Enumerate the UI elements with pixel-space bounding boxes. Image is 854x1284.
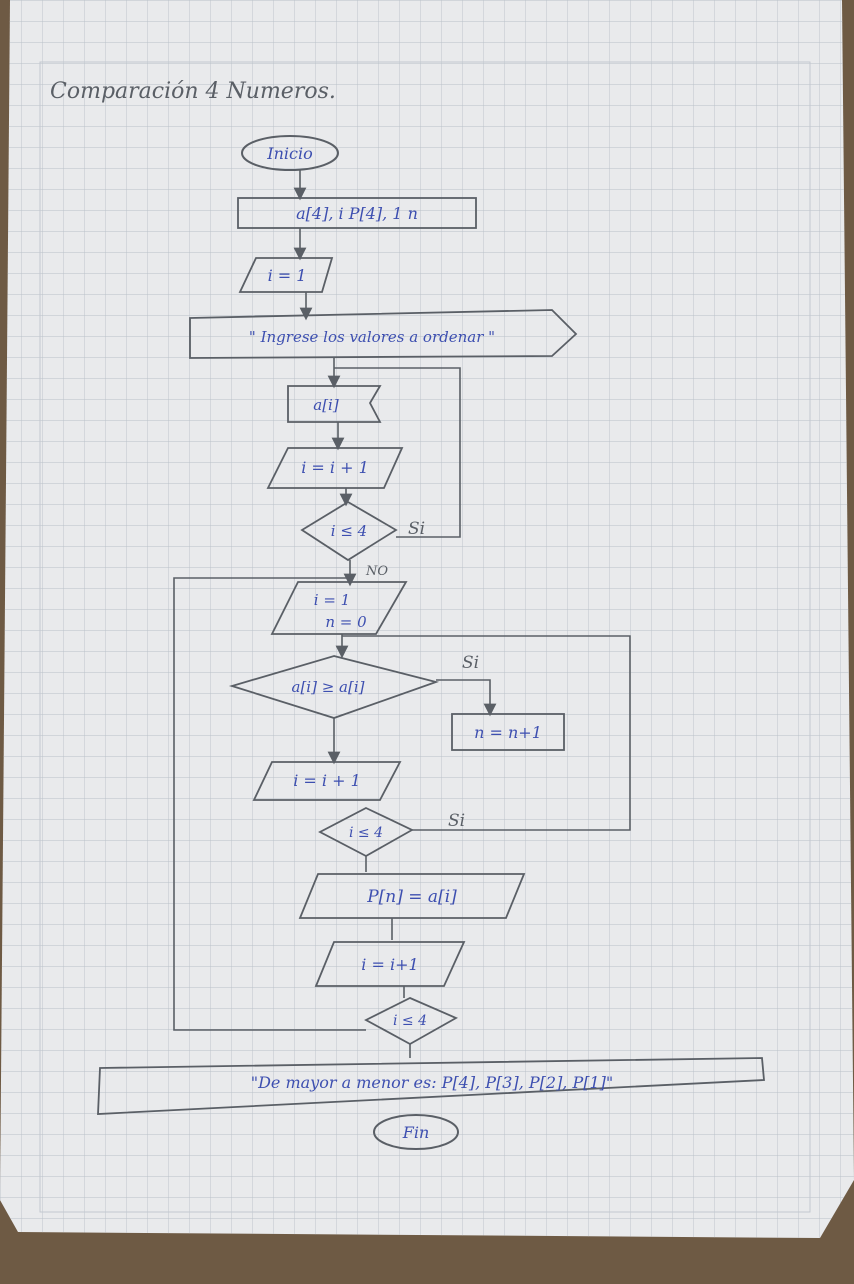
loop1-connector <box>334 367 461 538</box>
cond2-label: i ≤ 4 <box>349 825 383 841</box>
page-title: Comparación 4 Numeros. <box>50 79 336 104</box>
incr3-label: i = i+1 <box>361 955 418 974</box>
read-label: a[i] <box>313 396 339 414</box>
incr2-box <box>252 761 402 801</box>
assign-box <box>298 873 526 919</box>
incr3-box <box>314 941 466 987</box>
incr1-label: i = i + 1 <box>301 458 369 477</box>
prompt-label: " Ingrese los valores a ordenar " <box>249 328 495 346</box>
compare-yes-label: Si <box>462 653 479 673</box>
init2-a-label: i = 1 <box>314 591 350 609</box>
arrow-compare-yes <box>436 679 497 717</box>
output-box <box>97 1057 765 1115</box>
start-terminal <box>241 135 339 171</box>
init-i-label: i = 1 <box>268 266 307 285</box>
grid-pattern <box>0 0 854 1238</box>
compare-label: a[i] ≥ a[i] <box>292 678 365 696</box>
cond3-label: i ≤ 4 <box>393 1013 427 1029</box>
init2-box <box>270 581 408 635</box>
declare-label: a[4], i P[4], 1 n <box>296 204 418 223</box>
loop3-connector <box>173 577 366 1031</box>
cond1-label: i ≤ 4 <box>331 522 367 540</box>
count-label: n = n+1 <box>474 723 542 742</box>
incr1-box <box>266 447 404 489</box>
init-i-box <box>238 257 334 293</box>
read-input-box <box>287 385 382 423</box>
incr2-label: i = i + 1 <box>293 771 361 790</box>
cond2-yes-label: Si <box>448 811 465 831</box>
cond1-yes-label: Si <box>408 519 425 539</box>
end-terminal <box>373 1114 459 1150</box>
start-label: Inicio <box>266 144 312 163</box>
init2-b-label: n = 0 <box>325 613 367 631</box>
count-box <box>451 713 565 751</box>
page-margin <box>39 61 811 1213</box>
end-label: Fin <box>402 1123 430 1142</box>
cond1-no-label: NO <box>365 564 388 579</box>
cond1-diamond <box>300 500 398 562</box>
assign-label: P[n] = a[i] <box>366 887 457 907</box>
prompt-output-box <box>189 309 578 359</box>
output-label: "De mayor a menor es: P[4], P[3], P[2], … <box>251 1073 614 1092</box>
declare-box <box>237 197 477 229</box>
loop2-connector <box>342 635 631 831</box>
